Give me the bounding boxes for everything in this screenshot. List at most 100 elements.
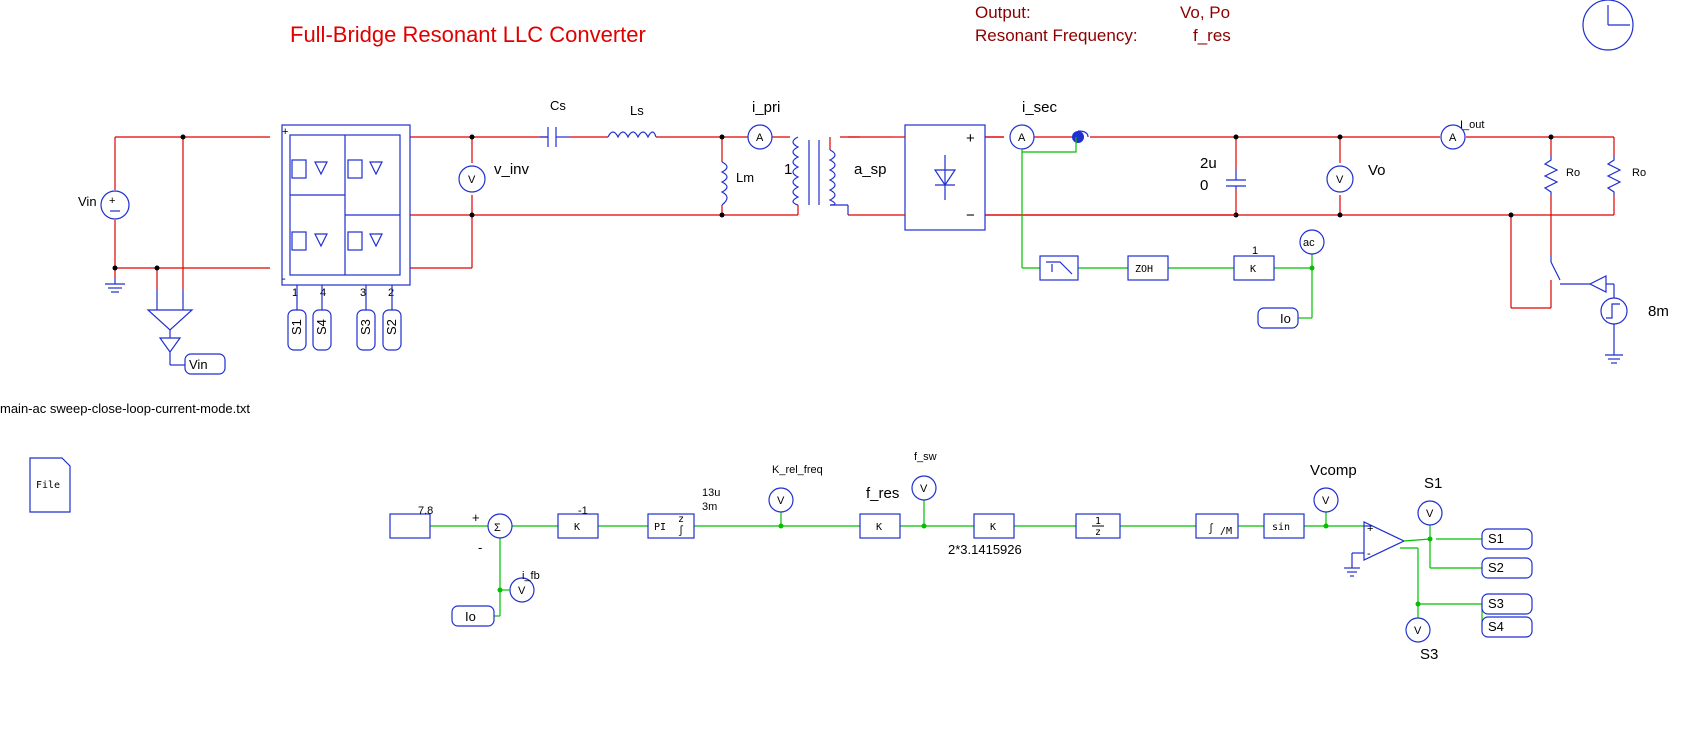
gain-block-neg-one[interactable]: K (557, 513, 599, 539)
pi-controller-block[interactable]: PI z ∫ (647, 513, 695, 539)
svg-text:PI: PI (654, 522, 666, 533)
sum-plus-sign: + (472, 510, 480, 525)
i-out-label: I_out (1460, 119, 1484, 131)
a-sp-label: a_sp (854, 161, 887, 178)
cs-label: Cs (550, 98, 566, 113)
zoh-block[interactable]: ZOH (1127, 255, 1169, 281)
vcomp-probe[interactable]: V (1313, 487, 1339, 513)
file-block[interactable]: File (29, 457, 71, 513)
neg-gain-label: -1 (578, 505, 588, 517)
vin-label-tag[interactable]: Vin (184, 353, 226, 375)
svg-text:Io: Io (1280, 311, 1291, 326)
unit-delay-block[interactable]: 1 z (1075, 513, 1121, 539)
pi-param-1: 13u (702, 487, 720, 499)
ro-right-label: Ro (1632, 167, 1646, 179)
gate-tag-s3[interactable]: S3 (356, 309, 376, 351)
gate-tag-s2[interactable]: S2 (382, 309, 402, 351)
step-source[interactable] (1600, 297, 1628, 364)
integrator-block[interactable]: ∫ /M (1195, 513, 1239, 539)
ac-sweep-probe[interactable]: ac (1299, 229, 1325, 255)
svg-text:V: V (1336, 174, 1344, 186)
ro-left-label: Ro (1566, 167, 1580, 179)
f-sw-label: f_sw (914, 451, 937, 463)
pin-label-3: 3 (360, 287, 366, 299)
i-fb-probe[interactable]: V (500, 577, 535, 603)
transformer[interactable] (792, 136, 849, 215)
label-tag-s1[interactable]: S1 (1481, 528, 1533, 550)
reference-constant-block[interactable] (389, 513, 431, 539)
gate-tag-s1[interactable]: S1 (287, 309, 307, 351)
svg-text:S1: S1 (1488, 531, 1504, 546)
svg-text:K: K (876, 522, 882, 533)
vin-source[interactable]: + (100, 190, 130, 220)
diode-rectifier[interactable]: + − (904, 124, 986, 231)
series-inductor-ls[interactable] (607, 131, 657, 139)
pi-param-2: 3m (702, 501, 717, 513)
i-sec-ammeter[interactable]: A (1009, 124, 1035, 150)
k-rel-freq-probe[interactable]: V (768, 487, 794, 513)
i-out-ammeter[interactable]: A (1440, 124, 1466, 150)
s3-probe[interactable]: V (1405, 617, 1431, 643)
svg-text:S3: S3 (1488, 596, 1504, 611)
v-inv-label: v_inv (494, 161, 530, 178)
label-tag-s4[interactable]: S4 (1481, 616, 1533, 638)
svg-text:Io: Io (465, 609, 476, 624)
gain-block-k-upper[interactable]: K (1233, 255, 1275, 281)
load-resistor-ro-left[interactable] (1543, 155, 1559, 195)
simulation-clock-icon[interactable] (1582, 0, 1634, 51)
feedback-wires-upper (1021, 137, 1315, 319)
svg-text:A: A (756, 132, 764, 144)
label-tag-s3[interactable]: S3 (1481, 593, 1533, 615)
s3-probe-label: S3 (1420, 646, 1438, 663)
gain-block-f-res[interactable]: K (859, 513, 901, 539)
pin-label-2: 2 (388, 287, 394, 299)
svg-text:V: V (1414, 625, 1422, 637)
output-value: Vo, Po (1180, 3, 1230, 22)
vin-source-label: Vin (78, 194, 97, 209)
comparator[interactable] (1344, 521, 1431, 577)
io-label-tag-upper[interactable]: Io (1257, 307, 1299, 329)
control-wires (430, 500, 1483, 627)
output-capacitor[interactable] (1226, 170, 1246, 190)
i-pri-ammeter[interactable]: A (747, 124, 773, 150)
svg-text:S1: S1 (289, 319, 304, 335)
comparator-minus: - (1367, 548, 1371, 560)
svg-text:Σ: Σ (494, 522, 501, 534)
ls-label: Ls (630, 103, 644, 118)
gain-one-label: 1 (1252, 245, 1258, 257)
svg-text:−: − (966, 207, 975, 224)
svg-text:S2: S2 (384, 319, 399, 335)
vin-voltage-sensor[interactable] (146, 290, 194, 366)
vcomp-label: Vcomp (1310, 462, 1357, 479)
gate-tags (296, 285, 393, 310)
sine-function-block[interactable]: sin (1263, 513, 1305, 539)
s1-probe[interactable]: V (1417, 500, 1443, 526)
gate-tag-s4[interactable]: S4 (312, 309, 332, 351)
cap-value-label: 2u (1200, 155, 1217, 172)
low-pass-filter-block[interactable] (1039, 255, 1079, 281)
full-bridge-inverter[interactable] (281, 124, 411, 286)
label-tag-s2[interactable]: S2 (1481, 557, 1533, 579)
gain-block-two-pi[interactable]: K (973, 513, 1015, 539)
v-inv-voltmeter[interactable]: V (458, 165, 486, 193)
resfreq-label: Resonant Frequency: (975, 26, 1138, 45)
ac-sweep-node[interactable] (1072, 130, 1089, 143)
load-step-switch[interactable] (1550, 255, 1615, 298)
vo-voltmeter[interactable]: V (1326, 165, 1354, 193)
output-label: Output: (975, 3, 1031, 22)
svg-text:S4: S4 (1488, 619, 1504, 634)
reference-value: 7.8 (418, 505, 433, 517)
load-resistor-ro-right[interactable] (1606, 155, 1622, 195)
svg-text:S3: S3 (358, 319, 373, 335)
magnetizing-inductor-lm[interactable] (720, 161, 728, 206)
summing-junction[interactable]: Σ (487, 513, 513, 539)
svg-text:/M: /M (1220, 526, 1232, 537)
svg-text:K: K (990, 522, 996, 533)
i-pri-label: i_pri (752, 99, 780, 116)
svg-text:K: K (574, 522, 580, 533)
series-capacitor-cs[interactable] (540, 127, 570, 147)
svg-text:File: File (36, 480, 60, 491)
sum-minus-sign: - (478, 540, 482, 555)
io-label-tag-lower[interactable]: Io (451, 605, 495, 627)
f-sw-probe[interactable]: V (911, 475, 937, 501)
